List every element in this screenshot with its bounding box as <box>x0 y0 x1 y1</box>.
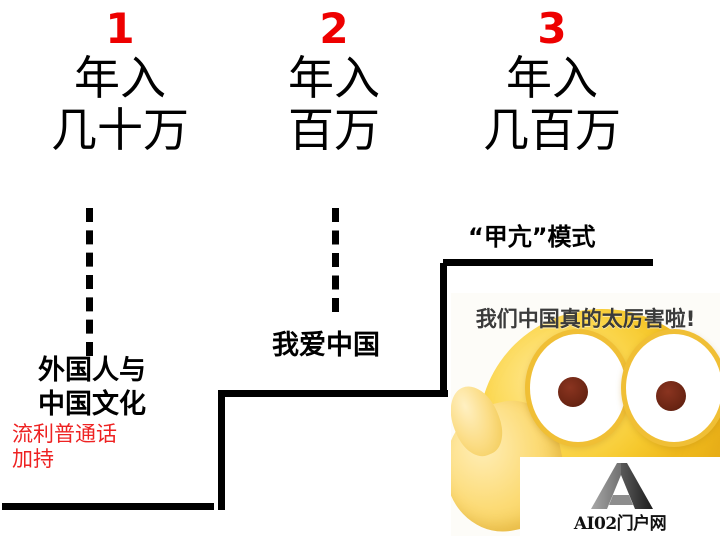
column-1-number: 1 <box>105 4 135 53</box>
watermark-text: AI02门户网 <box>573 514 667 534</box>
caption-1-black-line-1: 外国人与 <box>38 355 146 386</box>
column-3-number: 3 <box>537 4 567 53</box>
watermark-box: AI02门户网 <box>520 457 720 536</box>
caption-column-2: 我爱中国 <box>272 330 380 361</box>
column-3-line-1: 年入 <box>506 51 598 105</box>
caption-1-red-line-2: 加持 <box>12 447 54 471</box>
emoji-pupil-left <box>558 377 588 407</box>
column-1-line-1: 年入 <box>74 51 166 105</box>
dashed-connector-2 <box>332 208 339 312</box>
step-line-bottom <box>2 503 214 510</box>
caption-column-3: “甲亢”模式 <box>468 223 596 251</box>
caption-column-1: 外国人与 中国文化 流利普通话 加持 <box>12 354 172 472</box>
column-3-line-2: 几百万 <box>483 103 621 157</box>
meme-caption-text: 我们中国真的太厉害啦! <box>475 307 696 331</box>
step-riser-2 <box>440 263 447 393</box>
step-line-middle <box>224 390 448 397</box>
logo-a-icon <box>591 463 653 509</box>
emoji-eye-left <box>525 329 631 447</box>
column-2-line-1: 年入 <box>288 51 380 105</box>
dashed-connector-1 <box>86 208 93 356</box>
column-2-number: 2 <box>319 4 349 53</box>
caption-1-red-block: 流利普通话 加持 <box>12 422 172 472</box>
caption-1-red-line-1: 流利普通话 <box>12 422 117 446</box>
step-line-top <box>443 259 653 266</box>
step-riser-1 <box>218 390 225 510</box>
emoji-pupil-right <box>656 381 686 411</box>
column-2: 2 年入 百万 <box>238 4 430 157</box>
column-3: 3 年入 几百万 <box>432 4 672 157</box>
column-2-line-2: 百万 <box>288 103 380 157</box>
column-1-line-2: 几十万 <box>51 103 189 157</box>
column-1: 1 年入 几十万 <box>0 4 240 157</box>
caption-1-black-line-2: 中国文化 <box>38 389 146 420</box>
